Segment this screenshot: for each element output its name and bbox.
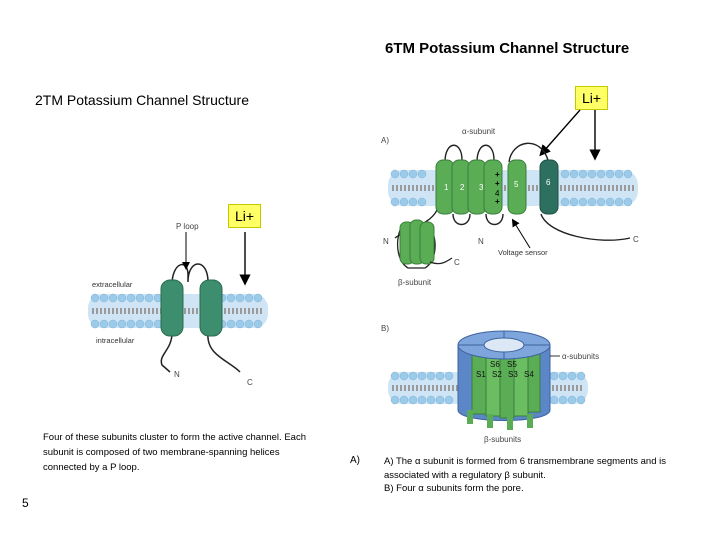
loops-a-bottom: [452, 213, 631, 241]
caption-b-text: B) Four α subunits form the pore.: [384, 483, 524, 494]
left-caption: Four of these subunits cluster to form t…: [43, 432, 306, 473]
svg-text:1: 1: [444, 183, 449, 192]
li-label-left-text: Li+: [235, 208, 255, 224]
svg-text:2: 2: [460, 183, 465, 192]
p-loop-curve: [171, 263, 209, 286]
alpha-subunits-label: α-subunits: [562, 352, 599, 361]
intracellular-label: intracellular: [96, 336, 135, 345]
extracellular-label: extracellular: [92, 280, 133, 289]
p-loop-label: P loop: [176, 222, 199, 231]
n-left-label: N: [383, 237, 389, 246]
helix-2: [199, 279, 223, 337]
n-terminus-label: N: [174, 370, 180, 379]
n-mid-label: N: [478, 237, 484, 246]
caption-a-text: A) The α subunit is formed from 6 transm…: [384, 456, 666, 481]
panel-b-label: B): [381, 324, 389, 333]
li-label-right: Li+: [575, 86, 609, 110]
c-right-label: C: [633, 235, 639, 244]
page-number: 5: [22, 496, 29, 510]
panel-a-label: A): [381, 136, 389, 145]
svg-text:3: 3: [479, 183, 484, 192]
segment-numbers: 1 2 3 4 5 6: [444, 178, 551, 198]
pore-cylinder: [457, 330, 551, 430]
svg-text:5: 5: [514, 180, 519, 189]
svg-text:S6: S6: [490, 360, 500, 369]
svg-text:S3: S3: [508, 370, 518, 379]
svg-text:S1: S1: [476, 370, 486, 379]
svg-text:S5: S5: [507, 360, 517, 369]
n-tail: [160, 332, 173, 373]
svg-text:4: 4: [495, 189, 500, 198]
voltage-sensor-arrow: [511, 218, 531, 249]
svg-text:6: 6: [546, 178, 551, 187]
caption-a-marker: A): [350, 455, 360, 466]
svg-text:+: +: [495, 179, 500, 188]
svg-text:+: +: [495, 197, 500, 206]
li-label-left: Li+: [228, 204, 262, 228]
helix-group-a: [435, 159, 559, 215]
loops-a-top: [444, 142, 549, 163]
alpha-subunit-label: α-subunit: [462, 127, 496, 136]
arrow-li-diagonal: [539, 109, 581, 157]
svg-text:S2: S2: [492, 370, 502, 379]
c-tail: [207, 332, 241, 373]
li-label-right-text: Li+: [582, 90, 602, 106]
voltage-sensor-label: Voltage sensor: [498, 248, 548, 257]
title-2tm: 2TM Potassium Channel Structure: [35, 92, 249, 108]
helix-1: [160, 279, 184, 337]
beta-subunit-a: [397, 219, 453, 269]
svg-text:+: +: [495, 170, 500, 179]
c-beta-label: C: [454, 258, 460, 267]
pore-segment-labels: S6 S5 S1 S2 S3 S4: [476, 360, 534, 379]
voltage-plus-signs: + + +: [495, 170, 500, 206]
beta-subunit-label: β-subunit: [398, 278, 432, 287]
svg-text:S4: S4: [524, 370, 534, 379]
c-terminus-label: C: [247, 378, 253, 387]
title-6tm: 6TM Potassium Channel Structure: [385, 40, 630, 57]
beta-subunits-label: β-subunits: [484, 435, 521, 444]
